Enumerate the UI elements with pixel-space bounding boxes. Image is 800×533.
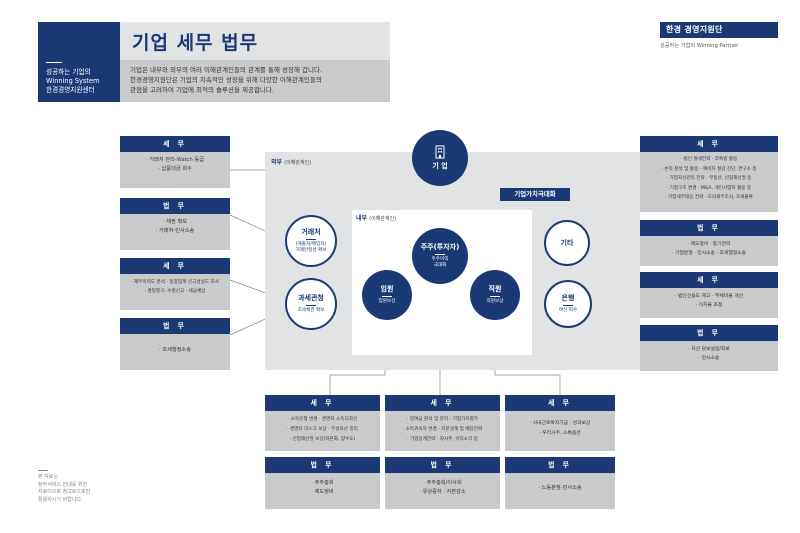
shareholder-title: 주주(투자자) <box>420 242 460 251</box>
executive-circle: 임원 임원보상 <box>362 270 412 320</box>
header-description-bar: 기업은 내부와 외부의 여러 이해관계인들의 관계를 통해 성장해 갑니다. 한… <box>120 60 390 102</box>
header-title-bar: 기업 세무 법무 <box>120 22 390 60</box>
bottom-panel-6-header: 법 무 <box>505 457 615 473</box>
bank-title: 은행 <box>561 293 575 302</box>
bottom-panel-1-header: 세 무 <box>265 395 380 411</box>
building-icon <box>435 145 445 159</box>
bottom-panel-4-header: 법 무 <box>265 457 380 473</box>
bank-circle: 은행 여신 회수 <box>544 280 592 328</box>
header-rule <box>46 62 62 63</box>
bottom-panel-2-body: · 잉여금 분석 및 관리 - 기업가치평가 · 소득귀속처 변경 - 지분설계… <box>385 411 500 451</box>
shareholder-circle: 주주(투자자) 주주이익 극대화 <box>412 228 468 284</box>
right-panel-3-header: 세 무 <box>640 272 778 288</box>
header-brand-text: 성공하는 기업의 Winning System 한경경영지원센터 <box>46 68 100 94</box>
page-title: 기업 세무 법무 <box>132 32 259 54</box>
right-panel-1-body: · 법인 절세전략 · 조특법 활용 · 손익 분석 및 활용 - 예비차 절감… <box>640 152 778 212</box>
employee-circle: 직원 직원보상 <box>470 270 520 320</box>
header-brand-panel: 성공하는 기업의 Winning System 한경경영지원센터 <box>38 22 120 102</box>
left-panel-3-header: 세 무 <box>120 258 230 274</box>
company-title: 기 업 <box>432 162 448 170</box>
left-panel-2-header: 법 무 <box>120 198 230 214</box>
right-panel-4-body: · 자산 담보설정/회보 · 민사소송 <box>640 341 778 371</box>
external-region-label: 외부 (이해관계인) <box>271 159 312 166</box>
bottom-panel-5-body: · 주주총회/이사회 · 유상증자 · 자본감소 <box>385 473 500 509</box>
disclaimer-note: 본 자료는 참무서비스 안내를 위한 자료이므로 참고로으로만 활용하시기 바랍… <box>38 470 90 504</box>
left-panel-1-body: · 거래처 관리-Watch 등급 · 납품대금 회수 <box>120 152 230 188</box>
tax-office-circle: 과세관청 조세채권 확보 <box>285 278 337 330</box>
other-title: 기타 <box>560 238 574 247</box>
internal-region-label: 내부 (이해관계인) <box>356 215 397 222</box>
value-maximization-badge: 기업가치극대화 <box>500 188 570 201</box>
other-circle: 기타 <box>544 220 590 266</box>
page-description: 기업은 내부와 외부의 여러 이해관계인들의 관계를 통해 성장해 갑니다. 한… <box>130 66 323 94</box>
left-panel-3-body: · 재무이력도 분석 · 동종업계-신고성실도 조사 · 경정청구, 수정신고 … <box>120 274 230 310</box>
brand-tagline: 성공하는 기업의 Winning Partner <box>660 43 739 49</box>
tax-office-title: 과세관청 <box>298 293 324 302</box>
right-panel-2-body: · 제도정비 · 등기관리 · 기업분쟁 · 민사소송 · 조세행정소송 <box>640 236 778 266</box>
bottom-panel-3-header: 세 무 <box>505 395 615 411</box>
bottom-panel-4-body: · 주주총회 · 제도정비 <box>265 473 380 509</box>
bottom-panel-3-body: · 사내근로복지기금 · 성과보상 · 우리사주, 스톡옵션 <box>505 411 615 451</box>
right-panel-3-body: · 법인신용도 제고 · 부채비율 개선 · 이자율 조정 <box>640 288 778 318</box>
right-panel-2-header: 법 무 <box>640 220 778 236</box>
customer-circle: 거래처 (매출처/매입처) 거래안정성 확보 <box>285 215 337 267</box>
left-panel-1-header: 세 무 <box>120 136 230 152</box>
brand-logo: 한경 경영지원단 <box>660 22 778 38</box>
bottom-panel-6-body: · 노동분쟁-민사소송 <box>505 473 615 509</box>
right-panel-1-header: 세 무 <box>640 136 778 152</box>
executive-title: 임원 <box>380 284 394 293</box>
company-circle: 기 업 <box>412 130 468 186</box>
employee-title: 직원 <box>488 284 502 293</box>
right-panel-4-header: 법 무 <box>640 325 778 341</box>
left-panel-4-header: 법 무 <box>120 318 230 334</box>
left-panel-2-body: · 채권 확보 · 거래처-민사소송 <box>120 214 230 250</box>
left-panel-4-body: · 조세행정소송 <box>120 334 230 370</box>
bottom-panel-5-header: 법 무 <box>385 457 500 473</box>
customer-title: 거래처 <box>301 227 321 236</box>
bottom-panel-2-header: 세 무 <box>385 395 500 411</box>
bottom-panel-1-body: · 소득유형 변경 · 경영자 소득디자인 · 경영자 리스크 보상 · 부실자… <box>265 411 380 451</box>
